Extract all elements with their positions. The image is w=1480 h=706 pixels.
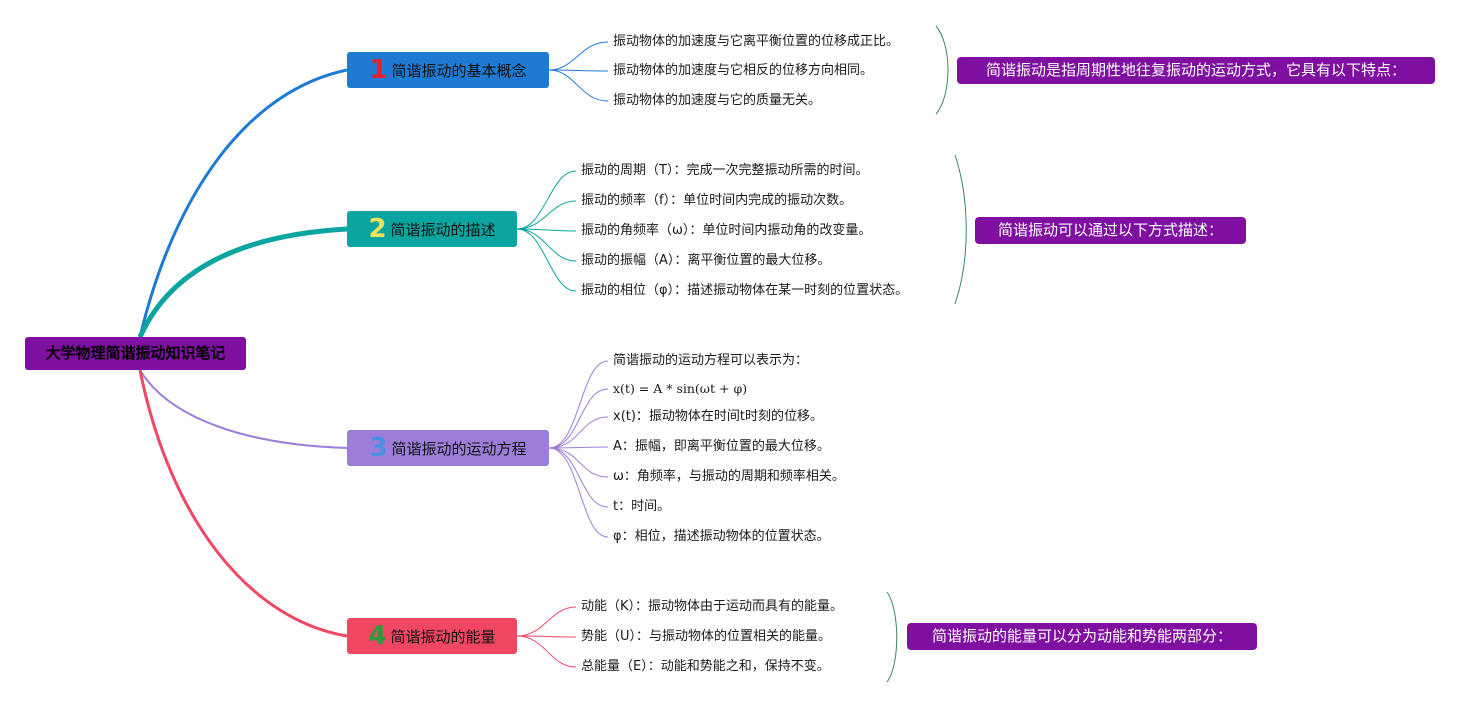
- branch-motion-equation[interactable]: 3 简谐振动的运动方程: [347, 430, 549, 466]
- leaf-3-4[interactable]: A：振幅，即离平衡位置的最大位移。: [613, 439, 830, 454]
- branch-number-1: 1: [369, 55, 388, 85]
- branch4-leaf-links: [516, 606, 577, 668]
- branch-label-1: 简谐振动的基本概念: [391, 61, 527, 80]
- leaf-2-5[interactable]: 振动的相位（φ）：描述振动物体在某一时刻的位置状态。: [581, 283, 909, 298]
- branch1-leaf-links: [548, 41, 609, 102]
- branch-number-3: 3: [369, 433, 388, 463]
- leaf-4-2[interactable]: 势能（U）：与振动物体的位置相关的能量。: [581, 629, 832, 644]
- summary-4[interactable]: 简谐振动的能量可以分为动能和势能两部分：: [907, 623, 1257, 650]
- branch-number-2: 2: [368, 214, 387, 244]
- summary-brace-2: [954, 154, 967, 305]
- root-link-4: [138, 369, 348, 638]
- branch2-leaf-links: [516, 170, 577, 292]
- leaf-3-7[interactable]: φ：相位，描述振动物体的位置状态。: [613, 529, 830, 544]
- leaf-2-1[interactable]: 振动的周期（T）：完成一次完整振动所需的时间。: [581, 163, 869, 178]
- branch-label-3: 简谐振动的运动方程: [391, 439, 527, 458]
- root-link-2: [137, 226, 348, 339]
- leaf-2-2[interactable]: 振动的频率（f）：单位时间内完成的振动次数。: [581, 193, 853, 208]
- summary-1[interactable]: 简谐振动是指周期性地往复振动的运动方式，它具有以下特点：: [957, 57, 1435, 84]
- leaf-1-2[interactable]: 振动物体的加速度与它相反的位移方向相同。: [613, 63, 874, 78]
- leaf-3-2[interactable]: x(t) = A * sin(ωt + φ): [613, 381, 748, 396]
- leaf-3-6[interactable]: t：时间。: [613, 499, 671, 514]
- branch-description[interactable]: 2 简谐振动的描述: [347, 211, 517, 247]
- summary-2[interactable]: 简谐振动可以通过以下方式描述：: [975, 217, 1246, 244]
- leaf-2-3[interactable]: 振动的角频率（ω）：单位时间内振动角的改变量。: [581, 223, 872, 238]
- summary-brace-1: [935, 25, 949, 115]
- root-topic[interactable]: 大学物理简谐振动知识笔记: [25, 337, 246, 370]
- leaf-3-3[interactable]: x(t)：振动物体在时间t时刻的位移。: [613, 409, 824, 424]
- leaf-4-3[interactable]: 总能量（E）：动能和势能之和，保持不变。: [581, 659, 830, 674]
- branch-basic-concepts[interactable]: 1 简谐振动的基本概念: [347, 52, 549, 88]
- summary-brace-4: [886, 591, 898, 683]
- leaf-3-1[interactable]: 简谐振动的运动方程可以表示为：: [613, 353, 809, 368]
- branch3-leaf-links: [548, 360, 609, 538]
- branch-label-2: 简谐振动的描述: [390, 220, 496, 239]
- root-link-1: [138, 68, 348, 338]
- leaf-4-1[interactable]: 动能（K）：振动物体由于运动而具有的能量。: [581, 599, 844, 614]
- leaf-3-5[interactable]: ω：角频率，与振动的周期和频率相关。: [613, 469, 845, 484]
- branch-label-4: 简谐振动的能量: [390, 627, 496, 646]
- leaf-1-3[interactable]: 振动物体的加速度与它的质量无关。: [613, 93, 822, 108]
- leaf-2-4[interactable]: 振动的振幅（A）：离平衡位置的最大位移。: [581, 253, 831, 268]
- branch-number-4: 4: [368, 621, 387, 651]
- leaf-1-1[interactable]: 振动物体的加速度与它离平衡位置的位移成正比。: [613, 34, 900, 49]
- root-link-3: [139, 369, 348, 449]
- branch-energy[interactable]: 4 简谐振动的能量: [347, 618, 517, 654]
